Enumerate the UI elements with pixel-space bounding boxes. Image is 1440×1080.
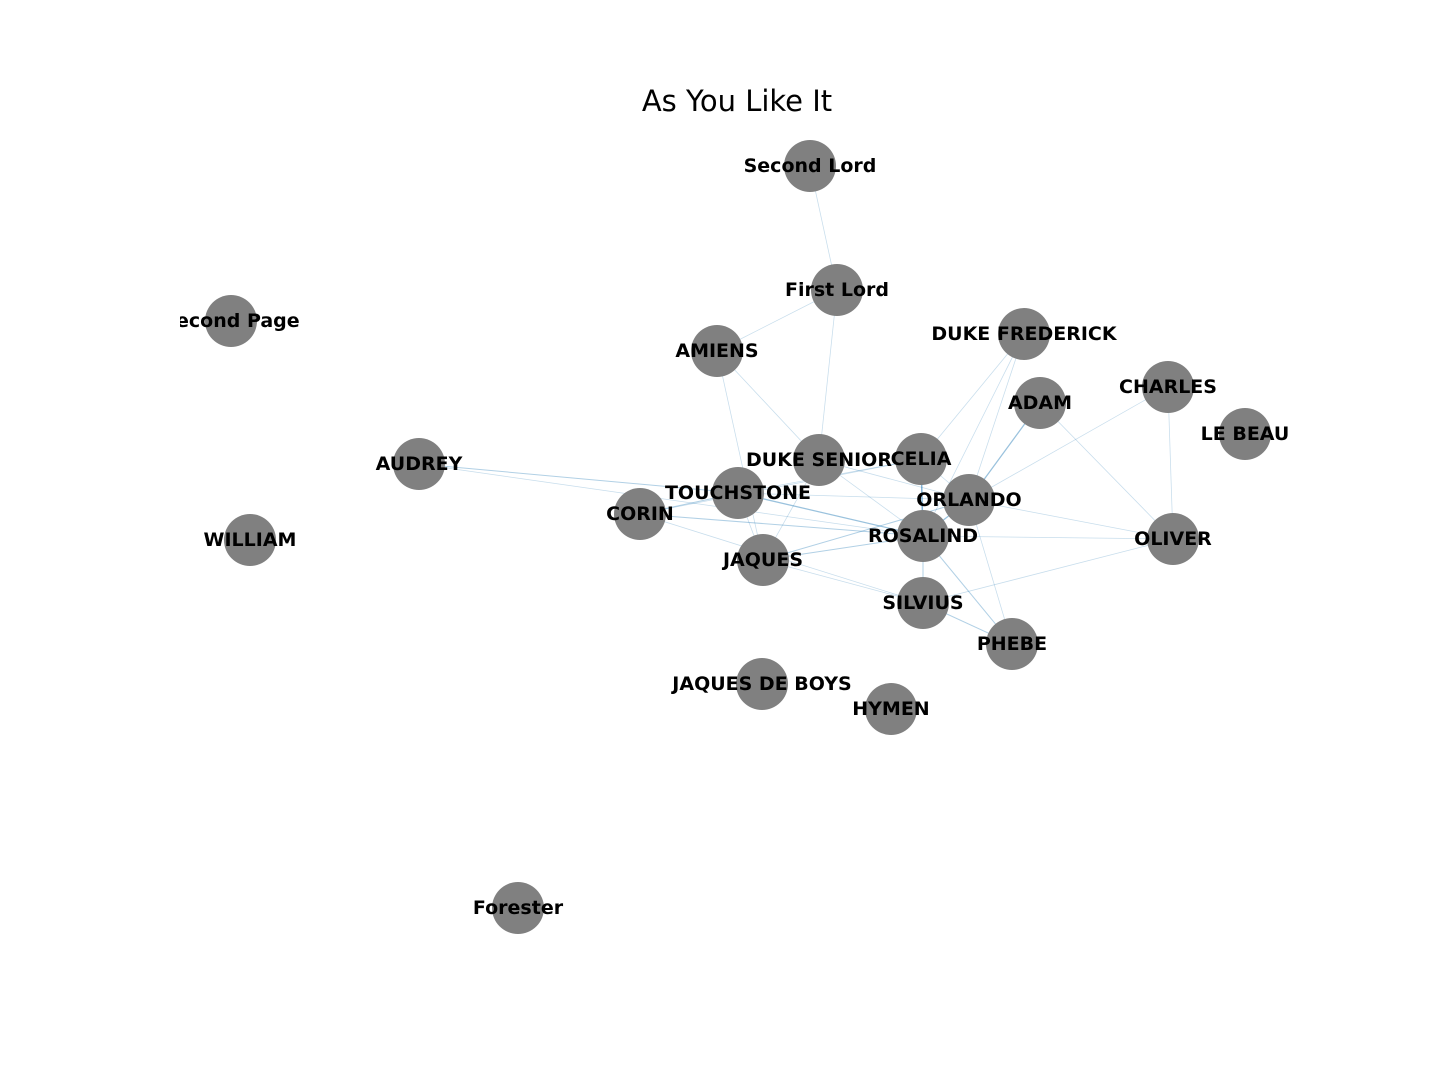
node-label-le-beau: LE BEAU [1201, 423, 1290, 445]
node-label-orlando: ORLANDO [916, 489, 1021, 511]
node-second-lord[interactable] [784, 140, 836, 192]
node-label-amiens: AMIENS [675, 340, 758, 362]
node-label-duke-senior: DUKE SENIOR [746, 449, 892, 471]
edge-oliver-silvius [922, 538, 1174, 604]
node-hymen[interactable] [865, 683, 917, 735]
node-amiens[interactable] [691, 325, 743, 377]
node-celia[interactable] [895, 433, 947, 485]
node-label-silvius: SILVIUS [882, 592, 963, 614]
node-label-second-page: Second Page [180, 310, 300, 332]
edge-rosalind-jaques [762, 535, 924, 561]
edge-touchstone-orlando [737, 492, 970, 501]
node-forester[interactable] [492, 882, 544, 934]
edge-duke-frederick-orlando [968, 333, 1025, 501]
node-label-hymen: HYMEN [852, 698, 929, 720]
node-jaques[interactable] [737, 534, 789, 586]
node-corin[interactable] [614, 488, 666, 540]
node-layer [205, 140, 1271, 934]
node-label-forester: Forester [473, 897, 564, 919]
node-label-jaques: JAQUES [721, 549, 803, 571]
edge-orlando-jaques [762, 499, 970, 561]
edge-jaques-silvius [762, 559, 924, 604]
edge-adam-oliver [1039, 402, 1174, 540]
node-le-beau[interactable] [1219, 408, 1271, 460]
edge-rosalind-oliver [922, 535, 1174, 540]
node-label-audrey: AUDREY [376, 453, 463, 475]
node-label-rosalind: ROSALIND [868, 525, 978, 547]
node-label-celia: CELIA [891, 448, 952, 470]
edge-audrey-rosalind [418, 463, 924, 537]
node-label-oliver: OLIVER [1134, 528, 1212, 550]
node-touchstone[interactable] [712, 467, 764, 519]
node-phebe[interactable] [986, 618, 1038, 670]
edge-duke-frederick-rosalind [922, 333, 1025, 537]
edge-charles-orlando [968, 386, 1169, 501]
node-charles[interactable] [1142, 361, 1194, 413]
node-label-duke-frederick: DUKE FREDERICK [931, 323, 1117, 345]
edge-first-lord-duke-senior [818, 289, 838, 461]
edge-audrey-touchstone [418, 463, 739, 494]
edge-amiens-jaques [716, 350, 764, 561]
node-label-adam: ADAM [1008, 392, 1072, 414]
node-duke-frederick[interactable] [998, 308, 1050, 360]
node-william[interactable] [224, 514, 276, 566]
edge-duke-frederick-celia [920, 333, 1025, 460]
edge-corin-celia [639, 458, 922, 515]
edge-touchstone-rosalind [737, 492, 924, 537]
node-orlando[interactable] [943, 474, 995, 526]
node-duke-senior[interactable] [793, 434, 845, 486]
node-silvius[interactable] [897, 577, 949, 629]
edge-corin-rosalind [639, 513, 924, 537]
node-second-page[interactable] [205, 295, 257, 347]
node-oliver[interactable] [1147, 513, 1199, 565]
node-label-phebe: PHEBE [977, 633, 1047, 655]
node-label-william: WILLIAM [204, 529, 297, 551]
node-label-first-lord: First Lord [785, 279, 889, 301]
node-label-touchstone: TOUCHSTONE [665, 482, 811, 504]
node-jaques-de-boys[interactable] [736, 658, 788, 710]
node-first-lord[interactable] [811, 264, 863, 316]
node-label-second-lord: Second Lord [744, 155, 877, 177]
node-adam[interactable] [1014, 377, 1066, 429]
node-label-jaques-de-boys: JAQUES DE BOYS [670, 673, 851, 695]
node-audrey[interactable] [393, 438, 445, 490]
edge-orlando-oliver [968, 499, 1174, 540]
node-label-charles: CHARLES [1119, 376, 1217, 398]
node-label-corin: CORIN [606, 503, 674, 525]
graph-title: As You Like It [641, 84, 833, 118]
node-rosalind[interactable] [897, 510, 949, 562]
